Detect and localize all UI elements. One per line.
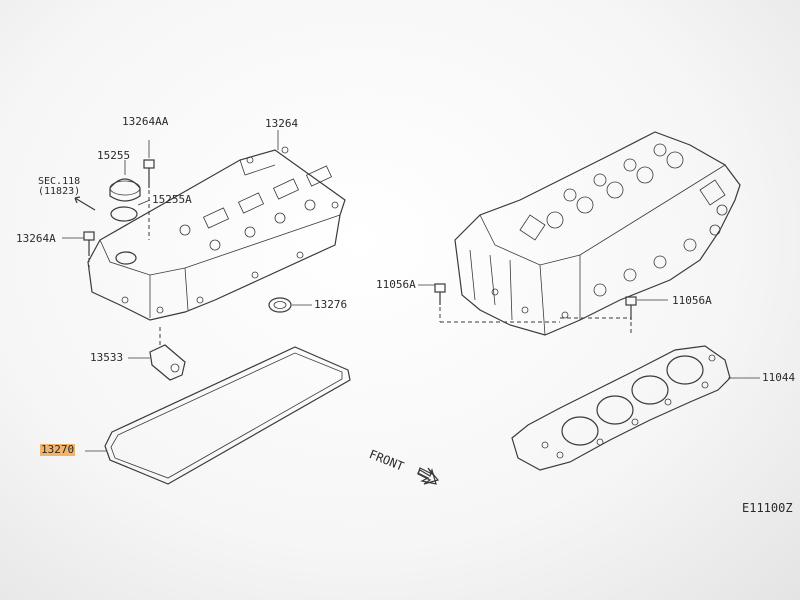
label-13270-highlighted: 13270 — [40, 443, 76, 456]
label-11056A-left: 11056A — [376, 278, 416, 291]
bolt-11056A-left — [418, 283, 560, 323]
label-13264AA: 13264AA — [122, 115, 169, 128]
label-13533: 13533 — [90, 351, 124, 364]
label-15255: 15255 — [97, 149, 131, 162]
label-13264A: 13264A — [16, 232, 56, 245]
o-ring-15255A — [110, 206, 138, 222]
oil-cap-15255 — [109, 160, 141, 202]
label-11044: 11044 — [762, 371, 796, 384]
figure-id: E11100Z — [742, 501, 793, 515]
bolt-13264A — [62, 231, 95, 272]
head-gasket-11044 — [511, 345, 760, 471]
bolt-11056A-right — [560, 296, 668, 335]
front-arrow-icon — [417, 467, 440, 485]
label-15255A: 15255A — [152, 193, 192, 206]
sensor-13533 — [128, 325, 186, 381]
label-11056A-right: 11056A — [672, 294, 712, 307]
cylinder-head — [454, 131, 741, 336]
gasket-13270 — [85, 346, 351, 485]
label-sec-118: SEC.118 — [38, 176, 81, 187]
label-13276: 13276 — [314, 298, 348, 311]
washer-13276 — [268, 297, 312, 313]
bolt-13264AA — [143, 140, 155, 240]
label-13264: 13264 — [265, 117, 299, 130]
rocker-cover-13264 — [87, 146, 346, 321]
label-sec-ref: (11823) — [38, 186, 81, 197]
